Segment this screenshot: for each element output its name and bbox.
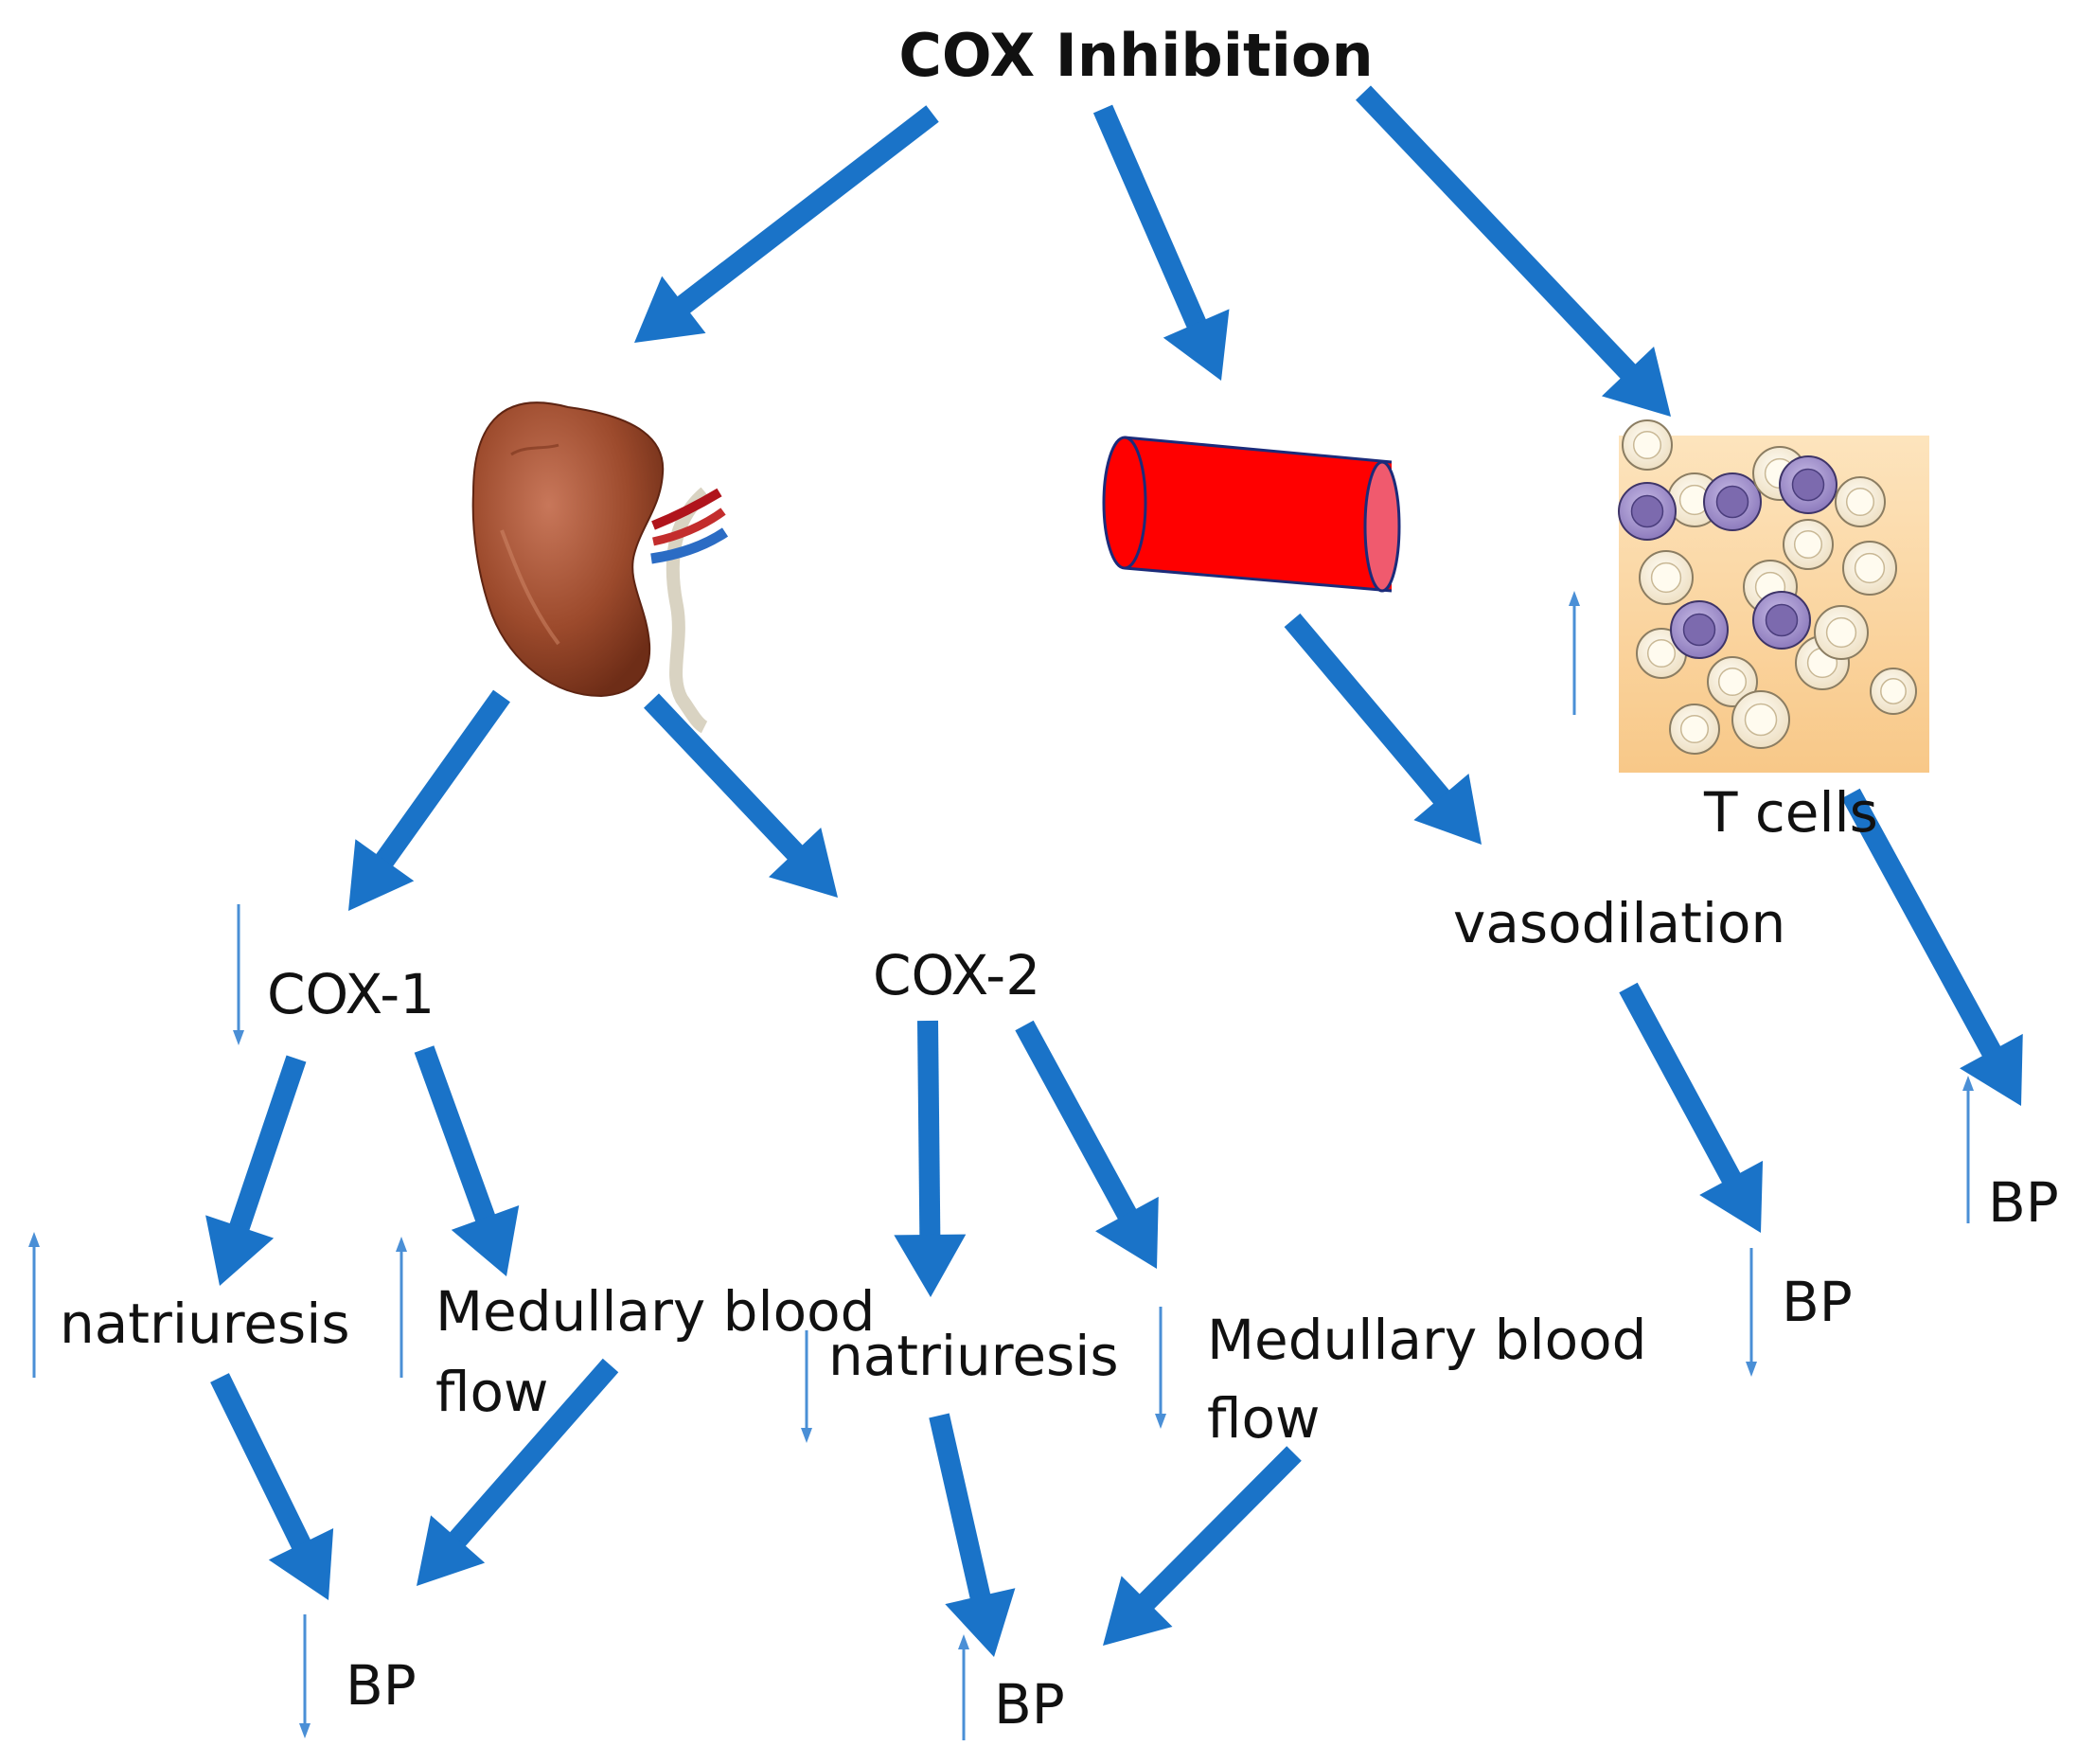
tcells-bp-direction-arrow [1962, 1076, 1974, 1223]
t-cell-nucleus [1715, 485, 1749, 519]
t-cell-nucleus [1825, 616, 1857, 649]
arrow-to-vessel [1092, 104, 1230, 381]
arrow-cox2-natriuresis-to-bp [929, 1413, 1016, 1657]
t-cell-nucleus [1880, 678, 1907, 704]
cox1-bp-direction-arrow [299, 1614, 311, 1738]
cox1-natriuresis-direction-arrow [28, 1232, 40, 1378]
cox2-blood-flow-line1: Medullary blood [1207, 1308, 1646, 1372]
t-cell-nucleus [1793, 529, 1823, 560]
t-cell-nucleus [1650, 561, 1682, 594]
cox1-direction-arrow [233, 904, 244, 1045]
title-cox-inhibition: COX Inhibition [898, 21, 1373, 90]
t-cell-nucleus [1646, 638, 1677, 668]
t-cell-nucleus [1717, 667, 1748, 697]
cox1-label: COX-1 [267, 962, 435, 1026]
cox2-label: COX-2 [873, 943, 1040, 1007]
cox2-natriuresis-direction-arrow [801, 1330, 812, 1443]
t-cell-nucleus [1679, 714, 1710, 744]
cox1-bp-label: BP [346, 1653, 417, 1718]
vasodilation-label: vasodilation [1453, 891, 1785, 955]
vessel-bp-label: BP [1782, 1270, 1853, 1334]
t-cell-nucleus [1765, 603, 1799, 637]
arrow-kidney-to-cox1 [348, 689, 510, 911]
cox2-blood-flow-direction-arrow [1155, 1307, 1166, 1429]
tcells-label: T cells [1703, 780, 1878, 845]
flow-arrows [205, 85, 2023, 1657]
arrow-vessel-to-vasodilation [1284, 613, 1482, 845]
arrow-cox2-blood-flow-to-bp [1103, 1446, 1302, 1646]
t-cell-nucleus [1682, 613, 1716, 647]
cox1-natriuresis-label: natriuresis [60, 1292, 350, 1356]
t-cell-nucleus [1744, 703, 1778, 737]
arrow-tcells-to-bp [1841, 788, 2023, 1106]
t-cells-icon [1618, 419, 1929, 773]
cox2-natriuresis-label: natriuresis [828, 1324, 1119, 1388]
blood-vessel-icon [1102, 436, 1401, 593]
arrow-cox1-blood-flow-to-bp [417, 1358, 619, 1586]
vessel-bp-direction-arrow [1746, 1248, 1757, 1377]
cox2-blood-flow-line2: flow [1207, 1386, 1320, 1451]
arrow-to-tcells [1356, 85, 1671, 417]
t-cell-nucleus [1791, 468, 1825, 502]
direction-indicators [28, 591, 1974, 1740]
arrow-cox1-natriuresis-to-bp [210, 1373, 334, 1600]
t-cell-nucleus [1630, 494, 1664, 528]
t-cell-nucleus [1632, 430, 1662, 460]
cox2-bp-label: BP [994, 1672, 1065, 1737]
t-cell-nucleus [1854, 552, 1886, 584]
arrow-cox2-to-natriuresis [894, 1020, 967, 1297]
cox1-blood-flow-line1: Medullary blood [435, 1279, 875, 1344]
cox1-blood-flow-line2: flow [435, 1360, 548, 1424]
tcells-direction-arrow [1569, 591, 1580, 715]
tcells-bp-label: BP [1988, 1170, 2059, 1235]
t-cell-nucleus [1845, 487, 1875, 517]
cox1-blood-flow-direction-arrow [396, 1237, 407, 1378]
cox2-bp-direction-arrow [958, 1634, 969, 1740]
arrow-cox1-to-natriuresis [205, 1055, 307, 1286]
arrow-vasodilation-to-bp [1619, 982, 1764, 1233]
arrow-kidney-to-cox2 [644, 693, 838, 898]
kidney-icon [471, 401, 729, 734]
arrow-cox1-to-blood-flow [414, 1045, 520, 1276]
arrow-to-kidney [634, 105, 939, 343]
arrow-cox2-to-blood-flow [1015, 1020, 1159, 1269]
